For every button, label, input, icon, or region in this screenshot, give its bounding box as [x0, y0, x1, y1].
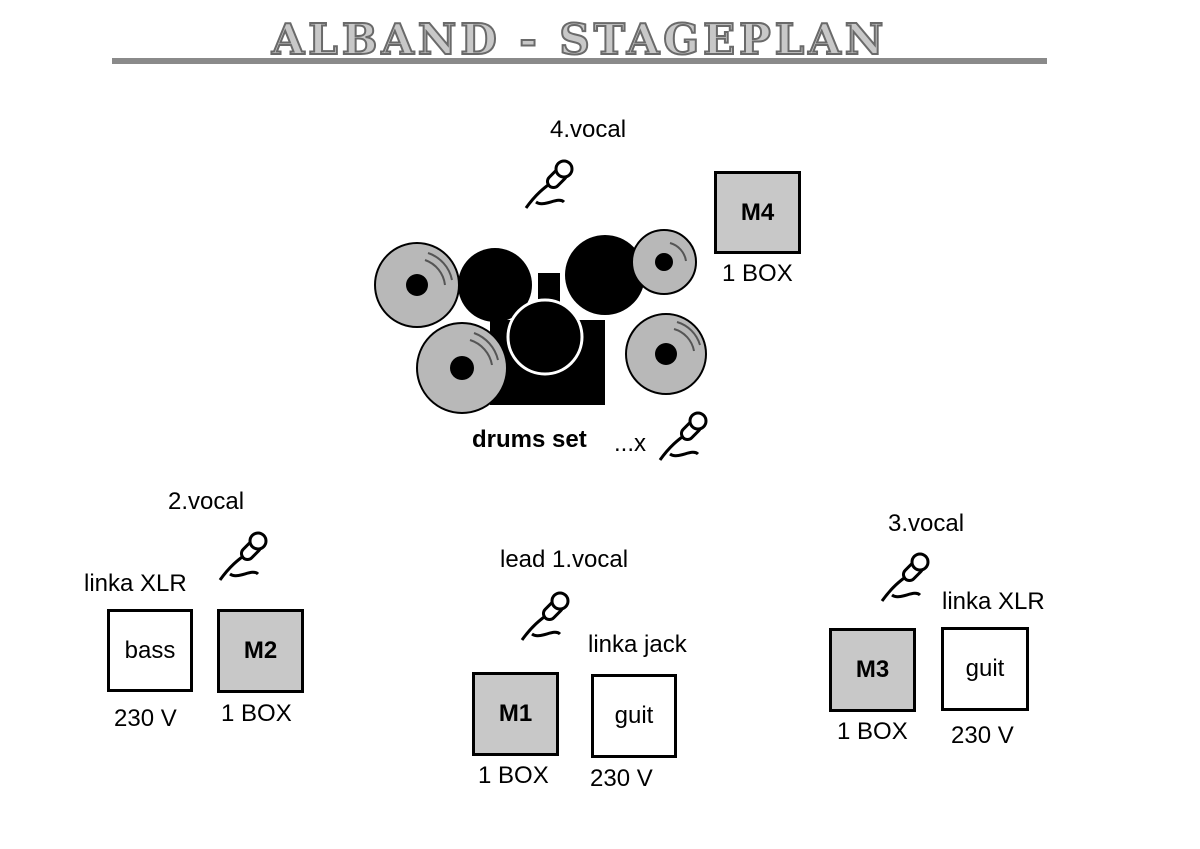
amp-bass-power: 230 V — [114, 705, 177, 732]
drum-icon — [458, 248, 532, 322]
drum-icon — [565, 235, 645, 315]
left-line-label: linka XLR — [84, 570, 187, 597]
monitor-m1-note: 1 BOX — [478, 762, 549, 789]
drums-set-label: drums set — [472, 426, 587, 453]
amp-guit-center: guit — [591, 674, 677, 758]
cymbal-icon — [374, 242, 460, 328]
cymbal-icon — [625, 313, 707, 395]
monitor-m4-note: 1 BOX — [722, 260, 793, 287]
microphone-icon — [522, 158, 576, 212]
monitor-m1: M1 — [472, 672, 559, 756]
cymbal-icon — [631, 229, 697, 295]
title-underline — [112, 58, 1047, 64]
drum-icon — [506, 298, 584, 376]
microphone-icon — [216, 530, 270, 584]
left-vocal-label: 2.vocal — [168, 488, 245, 515]
center-line-label: linka jack — [588, 631, 687, 658]
amp-guit-center-power: 230 V — [590, 765, 653, 792]
drums-vocal-label: 4.vocal — [550, 116, 627, 143]
microphone-icon — [656, 410, 710, 464]
amp-bass: bass — [107, 609, 193, 692]
monitor-m3-note: 1 BOX — [837, 718, 908, 745]
monitor-m4: M4 — [714, 171, 801, 254]
monitor-m3: M3 — [829, 628, 916, 712]
right-vocal-label: 3.vocal — [888, 510, 965, 537]
monitor-m2-note: 1 BOX — [221, 700, 292, 727]
microphone-icon — [518, 590, 572, 644]
drum-kit-diagram — [374, 229, 707, 414]
cymbal-icon — [416, 322, 508, 414]
center-vocal-label: lead 1.vocal — [500, 546, 629, 573]
microphone-icon — [878, 551, 932, 605]
amp-guit-right-power: 230 V — [951, 722, 1014, 749]
page-title: ALBAND - STAGEPLAN — [271, 15, 888, 64]
drums-mic-note: ...x — [614, 430, 647, 457]
right-line-label: linka XLR — [942, 588, 1045, 615]
amp-guit-right: guit — [941, 627, 1029, 711]
monitor-m2: M2 — [217, 609, 304, 693]
